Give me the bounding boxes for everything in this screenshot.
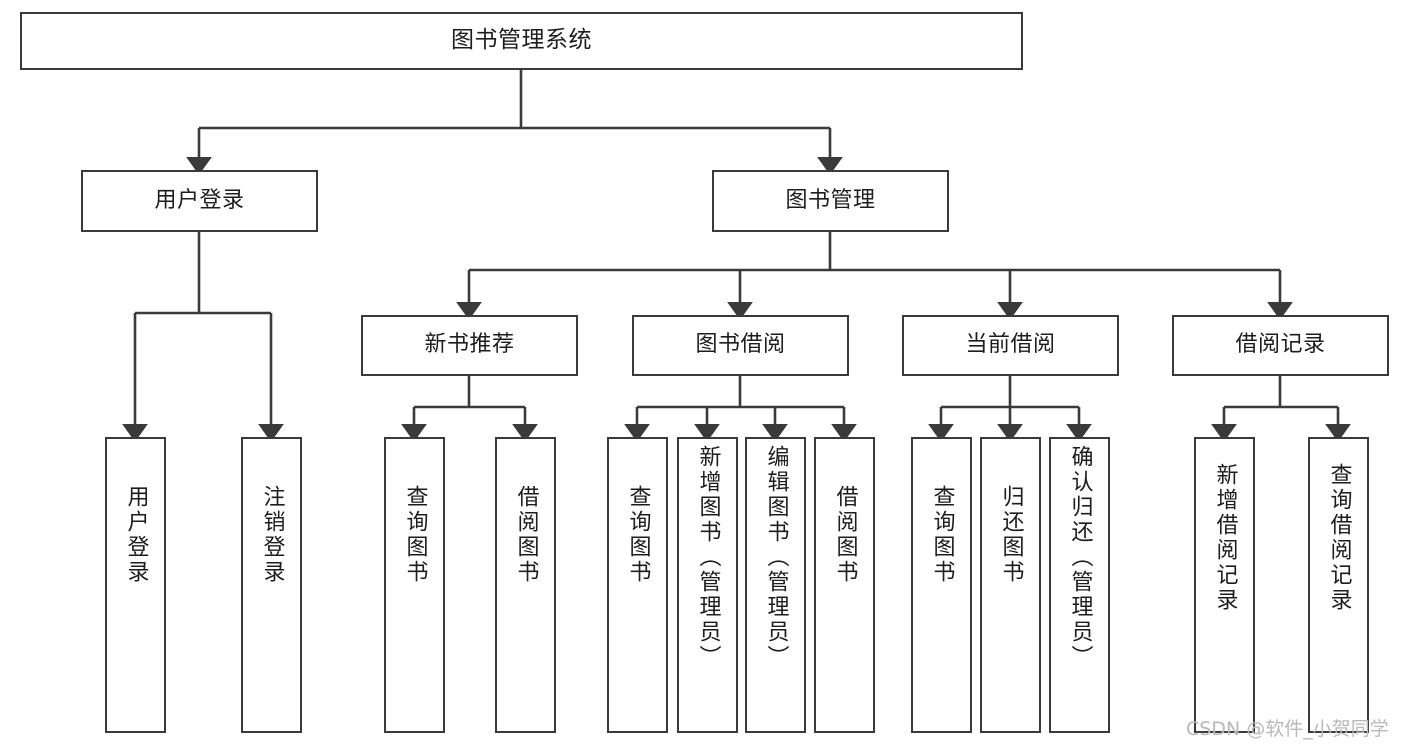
node-label: 新增借阅记录 bbox=[1212, 463, 1238, 613]
leaf-edit-book-admin[interactable]: 编辑图书（管理员） bbox=[745, 437, 806, 733]
node-book-borrow[interactable]: 图书借阅 bbox=[632, 315, 849, 376]
node-label: 图书借阅 bbox=[695, 332, 786, 358]
node-label: 用户登录 bbox=[123, 485, 149, 585]
node-label: 确认归还（管理员） bbox=[1067, 445, 1093, 670]
node-label: 查询借阅记录 bbox=[1326, 463, 1352, 613]
node-label: 查询图书 bbox=[929, 485, 955, 585]
node-current-borrow[interactable]: 当前借阅 bbox=[902, 315, 1119, 376]
leaf-borrow-book-bb[interactable]: 借阅图书 bbox=[814, 437, 875, 733]
node-root-book-management-system[interactable]: 图书管理系统 bbox=[20, 12, 1023, 70]
leaf-add-borrow-record[interactable]: 新增借阅记录 bbox=[1194, 437, 1255, 733]
node-user-login[interactable]: 用户登录 bbox=[81, 170, 318, 232]
node-label: 注销登录 bbox=[259, 485, 285, 585]
node-borrow-record[interactable]: 借阅记录 bbox=[1172, 315, 1389, 376]
node-book-management[interactable]: 图书管理 bbox=[712, 170, 949, 232]
leaf-query-book-nbr[interactable]: 查询图书 bbox=[384, 437, 445, 733]
node-label: 查询图书 bbox=[625, 485, 651, 585]
node-label: 图书管理系统 bbox=[451, 27, 592, 54]
node-label: 查询图书 bbox=[402, 485, 428, 585]
node-label: 图书管理 bbox=[785, 187, 876, 213]
leaf-confirm-return-admin[interactable]: 确认归还（管理员） bbox=[1049, 437, 1110, 733]
node-label: 用户登录 bbox=[154, 187, 245, 213]
connectors bbox=[122, 70, 1351, 442]
leaf-query-borrow-record[interactable]: 查询借阅记录 bbox=[1308, 437, 1369, 733]
leaf-query-book-cb[interactable]: 查询图书 bbox=[911, 437, 972, 733]
node-new-book-recommend[interactable]: 新书推荐 bbox=[361, 315, 578, 376]
leaf-logout-login[interactable]: 注销登录 bbox=[241, 437, 302, 733]
node-label: 借阅图书 bbox=[513, 485, 539, 585]
node-label: 当前借阅 bbox=[965, 332, 1056, 358]
leaf-query-book-bb[interactable]: 查询图书 bbox=[607, 437, 668, 733]
leaf-return-book[interactable]: 归还图书 bbox=[980, 437, 1041, 733]
node-label: 归还图书 bbox=[998, 485, 1024, 585]
node-label: 编辑图书（管理员） bbox=[763, 445, 789, 670]
node-label: 借阅记录 bbox=[1235, 332, 1326, 358]
leaf-user-login[interactable]: 用户登录 bbox=[105, 437, 166, 733]
leaf-add-book-admin[interactable]: 新增图书（管理员） bbox=[677, 437, 738, 733]
node-label: 新书推荐 bbox=[424, 332, 515, 358]
node-label: 借阅图书 bbox=[832, 485, 858, 585]
node-label: 新增图书（管理员） bbox=[695, 445, 721, 670]
leaf-borrow-book-nbr[interactable]: 借阅图书 bbox=[495, 437, 556, 733]
